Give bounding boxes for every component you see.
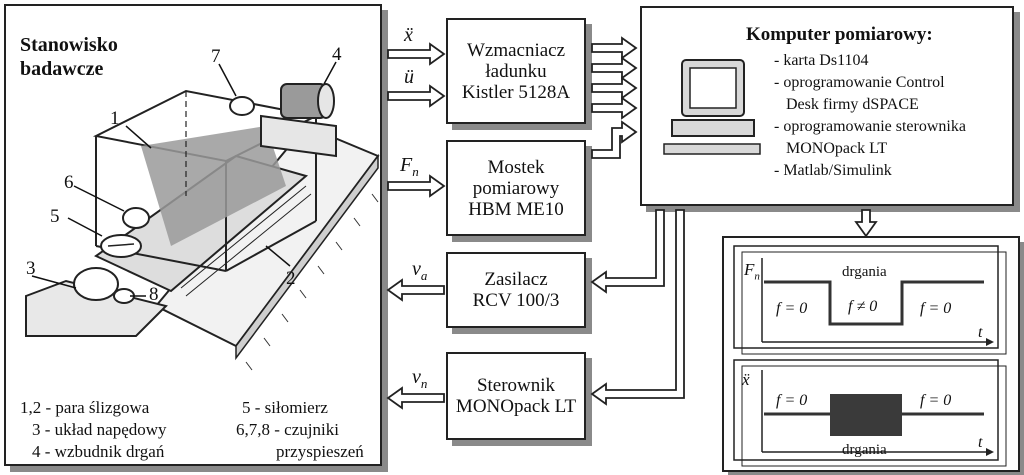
top-plot-mid-label: f ≠ 0 <box>848 298 878 315</box>
sensor-6 <box>122 207 150 229</box>
force-gauge-5 <box>100 234 142 258</box>
driver-line1: Sterownik <box>476 375 556 396</box>
top-plot-right-label: f = 0 <box>920 300 952 317</box>
leader-1 <box>125 125 152 149</box>
computer-item-5: MONOpack LT <box>786 140 888 157</box>
arrow-amp-3 <box>591 76 638 100</box>
callout-3: 3 <box>26 258 36 279</box>
bottom-plot-ylabel: ẍ <box>742 370 750 389</box>
rail-teeth <box>180 185 312 297</box>
computer-icon <box>663 59 761 155</box>
bottom-plot-xlabel: t <box>978 434 983 451</box>
arrow-x-ddot <box>387 42 446 66</box>
computer-title: Komputer pomiarowy: <box>746 24 933 45</box>
stand-title-line2: badawcze <box>20 58 104 80</box>
legend-item-6-7-8: 6,7,8 - czujniki <box>236 420 339 439</box>
arrow-amp-2 <box>591 56 638 80</box>
leader-4 <box>323 61 337 85</box>
driver-line2: MONOpack LT <box>455 396 577 417</box>
leader-3 <box>31 275 77 289</box>
block-motor-driver: Sterownik MONOpack LT <box>446 352 586 440</box>
callout-2: 2 <box>286 268 296 289</box>
test-stand-panel: Stanowisko badawcze <box>4 4 382 466</box>
block-charge-amplifier: Wzmacniacz ładunku Kistler 5128A <box>446 18 586 124</box>
legend-item-5: 5 - siłomierz <box>242 398 328 417</box>
block-power-supply: Zasilacz RCV 100/3 <box>446 252 586 328</box>
callout-4: 4 <box>332 44 342 65</box>
label-u-ddot: ü <box>404 66 414 88</box>
supply-line1: Zasilacz <box>484 269 548 290</box>
callout-5: 5 <box>50 206 60 227</box>
hatch <box>245 193 379 371</box>
plots-drawing <box>733 245 1007 467</box>
legend-item-1-2: 1,2 - para ślizgowa <box>20 398 150 417</box>
block-measuring-bridge: Mostek pomiarowy HBM ME10 <box>446 140 586 236</box>
measurement-computer: Komputer pomiarowy: - karta Ds1104 - opr… <box>640 6 1014 206</box>
base-plate-side <box>235 153 379 361</box>
legend-item-3: 3 - układ napędowy <box>32 420 167 439</box>
bridge-line3: HBM ME10 <box>468 198 564 220</box>
fn-trace <box>764 280 984 326</box>
bottom-plot-left-label: f = 0 <box>776 392 808 409</box>
computer-item-4: - oprogramowanie sterownika <box>774 118 966 135</box>
label-x-ddot: ẍ <box>404 24 413 46</box>
slider-shaded-face <box>141 126 286 246</box>
arrow-u-ddot <box>387 84 446 108</box>
callout-8: 8 <box>149 284 159 305</box>
arrow-computer-driver <box>590 209 685 406</box>
bottom-plot-right-label: f = 0 <box>920 392 952 409</box>
computer-item-2: - oprogramowanie Control <box>774 74 945 91</box>
leader-2 <box>265 245 291 267</box>
amp-line2: ładunku <box>485 60 547 82</box>
bridge-line2: pomiarowy <box>472 177 560 199</box>
supply-line2: RCV 100/3 <box>472 290 560 311</box>
amp-line3: Kistler 5128A <box>461 81 571 103</box>
arrow-amp-4 <box>591 96 638 120</box>
bridge-line1: Mostek <box>487 156 545 178</box>
arrow-computer-supply <box>590 209 665 294</box>
top-plot-ylabel: Fn <box>744 260 760 283</box>
label-vn: vn <box>412 366 428 391</box>
test-stand-drawing <box>25 61 380 371</box>
callout-6: 6 <box>64 172 74 193</box>
legend-item-accel: przyspieszeń <box>276 442 364 461</box>
leader-7 <box>218 63 237 97</box>
callout-1: 1 <box>110 108 120 129</box>
sensor-7 <box>229 96 255 116</box>
vibration-band <box>830 394 902 436</box>
legend-item-4: 4 - wzbudnik drgań <box>32 442 165 461</box>
amp-line1: Wzmacniacz <box>466 39 566 61</box>
arrow-amp-1 <box>591 36 638 60</box>
stand-title-line1: Stanowisko <box>20 34 118 56</box>
top-plot-region: drgania <box>842 264 887 280</box>
exciter-end <box>317 83 335 119</box>
drive-motor-3 <box>73 267 119 301</box>
computer-item-1: - karta Ds1104 <box>774 52 869 69</box>
plot-panel: Fn drgania f = 0 f ≠ 0 f = 0 t ẍ f = 0 f… <box>722 236 1020 472</box>
top-plot-left-label: f = 0 <box>776 300 808 317</box>
computer-item-6: - Matlab/Simulink <box>774 162 892 179</box>
bottom-plot-region: drgania <box>842 442 887 458</box>
computer-item-3: Desk firmy dSPACE <box>786 96 919 113</box>
arrow-plots <box>854 209 878 238</box>
leader-6 <box>73 185 125 212</box>
label-va: va <box>412 258 428 283</box>
callout-7: 7 <box>211 46 221 67</box>
label-fn: Fn <box>400 154 419 179</box>
exciter-mount <box>260 114 337 158</box>
top-plot-xlabel: t <box>978 324 983 341</box>
arrow-bridge <box>591 120 638 159</box>
leader-5 <box>67 217 103 237</box>
